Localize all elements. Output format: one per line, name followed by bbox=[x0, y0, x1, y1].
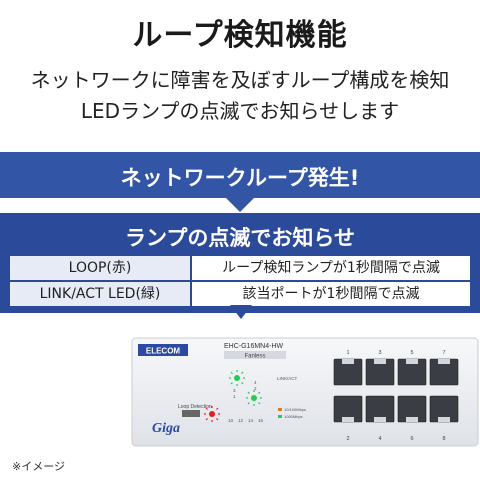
brand-text: ELECOM bbox=[146, 347, 181, 356]
port-number: 7 bbox=[442, 350, 445, 356]
model-sub-text: Fanless bbox=[244, 354, 265, 360]
led-number: 10 bbox=[228, 418, 234, 423]
speed-led-icon bbox=[278, 415, 282, 418]
port-number: 2 bbox=[346, 436, 349, 442]
loop-led-red-icon bbox=[204, 406, 220, 422]
row-description: 該当ポートが1秒間隔で点滅 bbox=[192, 282, 470, 306]
led-number: 1 bbox=[233, 394, 236, 399]
loop-switch bbox=[182, 410, 200, 417]
row-description: ループ検知ランプが1秒間隔で点滅 bbox=[192, 256, 470, 280]
model-text: EHC-G16MN4-HW bbox=[224, 343, 284, 350]
row-label: LINK/ACT LED(緑) bbox=[10, 282, 190, 306]
footnote: ※イメージ bbox=[12, 460, 65, 473]
led-number: 3 bbox=[233, 388, 236, 393]
switch-device-illustration: ELECOM EHC-G16MN4-HW Fanless Giga Loop D… bbox=[131, 337, 479, 447]
speed-led-icon bbox=[278, 408, 282, 411]
panel-title: ランプの点滅でお知らせ bbox=[125, 226, 355, 250]
loop-detection-label: Loop Detection bbox=[178, 404, 212, 410]
link-led-green-icon bbox=[246, 390, 262, 406]
brand-badge bbox=[138, 344, 188, 356]
led-number: 4 bbox=[254, 380, 257, 385]
speed-label-2: 1000Mbps bbox=[284, 414, 303, 419]
subtitle-line-2: LEDランプの点滅でお知らせします bbox=[80, 99, 400, 123]
link-act-label: LINK/ACT bbox=[277, 376, 298, 381]
led-number: 2 bbox=[254, 386, 257, 391]
page-title: ループ検知機能 bbox=[132, 18, 348, 53]
ethernet-ports bbox=[333, 358, 459, 423]
port-number: 3 bbox=[378, 350, 381, 356]
model-sub-badge bbox=[224, 351, 286, 359]
subtitle-line-1: ネットワークに障害を及ぼすループ構成を検知 bbox=[30, 68, 450, 92]
led-number: 14 bbox=[248, 418, 254, 423]
port-latch-icons bbox=[342, 359, 450, 422]
table-row: LINK/ACT LED(緑) 該当ポートが1秒間隔で点滅 bbox=[10, 282, 470, 306]
port-number: 1 bbox=[346, 350, 349, 356]
loop-banner bbox=[0, 152, 480, 198]
loop-banner-text: ネットワークループ発生! bbox=[120, 166, 360, 190]
row-label: LOOP(赤) bbox=[10, 256, 190, 280]
banner-arrow-icon bbox=[226, 198, 254, 212]
speed-label-1: 10/100Mbps bbox=[284, 407, 306, 412]
giga-logo: Giga bbox=[152, 421, 180, 436]
panel-arrow-icon bbox=[230, 305, 252, 319]
port-number: 4 bbox=[378, 436, 381, 442]
led-number: 12 bbox=[238, 418, 244, 423]
link-led-green-icon bbox=[229, 370, 245, 386]
port-number: 8 bbox=[442, 436, 445, 442]
led-number: 16 bbox=[258, 418, 264, 423]
table-row: LOOP(赤) ループ検知ランプが1秒間隔で点滅 bbox=[10, 256, 470, 280]
port-number: 5 bbox=[410, 350, 413, 356]
port-number: 6 bbox=[410, 436, 413, 442]
